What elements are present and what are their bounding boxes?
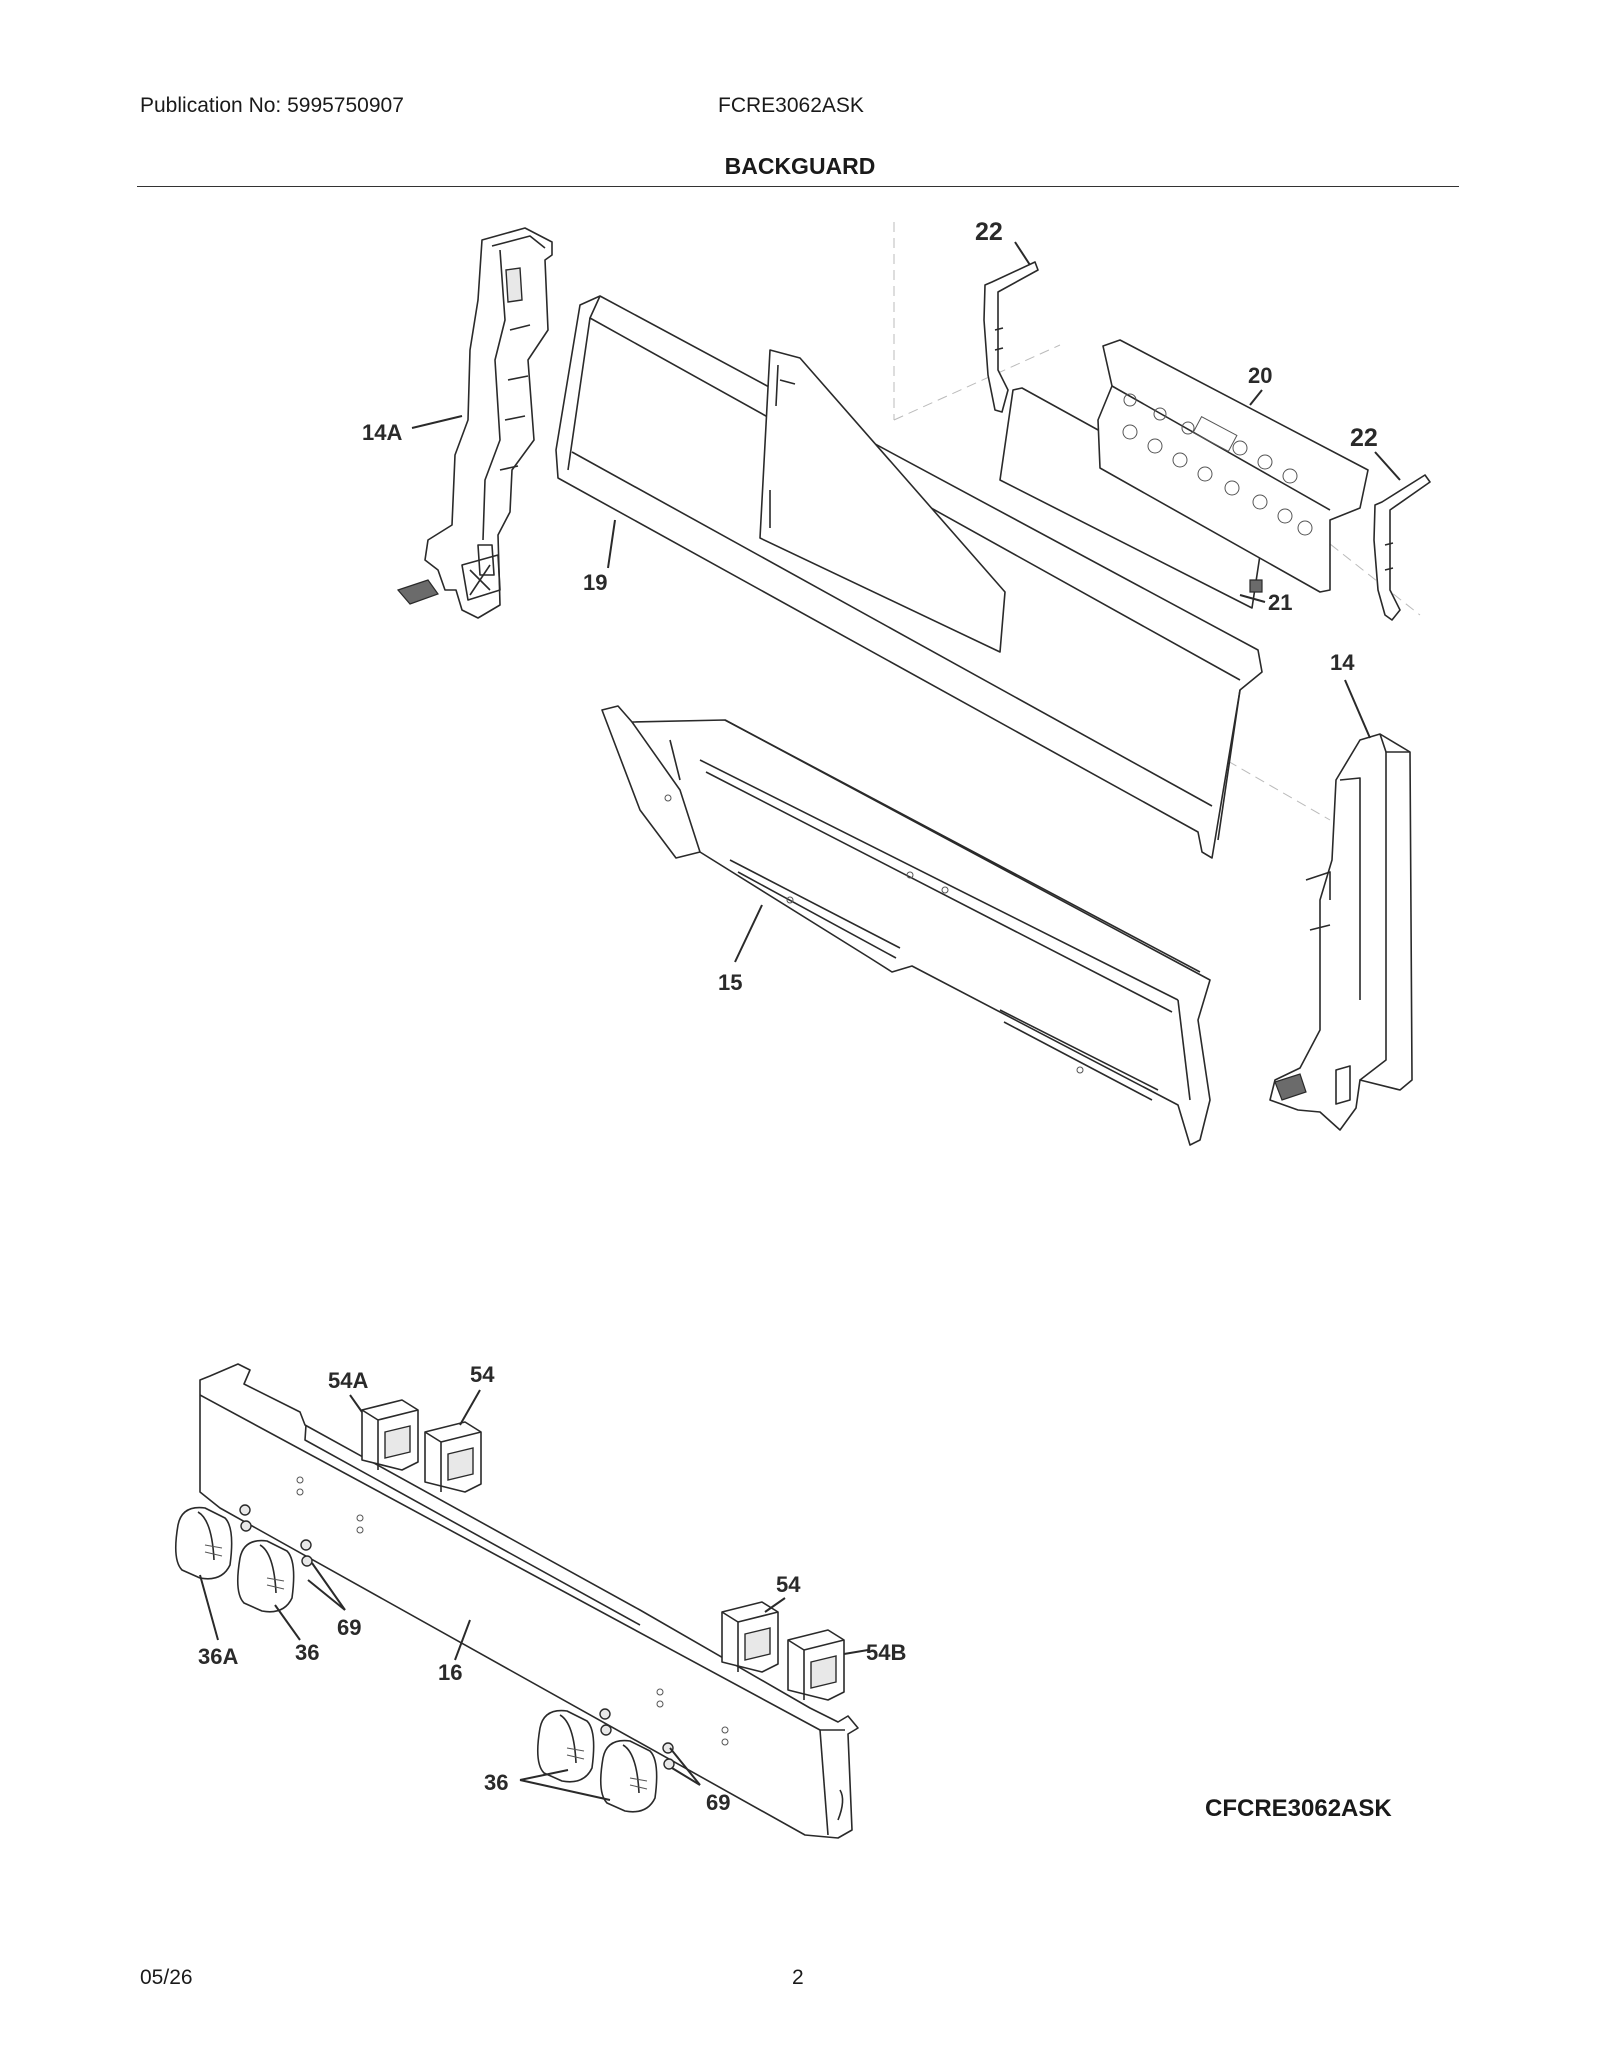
bracket-22-left	[983, 261, 1039, 413]
end-cap-14a	[396, 227, 553, 619]
callout-36-bottom: 36	[484, 1770, 508, 1795]
switch-54b	[787, 1629, 845, 1701]
callout-22-right: 22	[1350, 424, 1378, 452]
control-panel-16	[199, 1363, 859, 1839]
callout-14a: 14A	[362, 420, 402, 445]
switch-54-mid	[721, 1601, 779, 1673]
callout-21: 21	[1268, 590, 1292, 615]
support-bracket-15	[601, 705, 1211, 1146]
section-title: BACKGUARD	[724, 153, 876, 179]
page-number: 2	[792, 1966, 804, 1989]
footer-date: 05/26	[140, 1966, 193, 1989]
callout-36-left: 36	[295, 1640, 319, 1665]
diagram-code: CFCRE3062ASK	[1205, 1795, 1392, 1822]
bracket-22-right	[1373, 474, 1431, 621]
callout-19: 19	[583, 570, 607, 595]
header-rule	[137, 186, 1459, 187]
callout-69-bottom: 69	[706, 1790, 730, 1815]
backguard-panel-19	[555, 295, 1263, 859]
callout-36a: 36A	[198, 1644, 238, 1669]
publication-number: Publication No: 5995750907	[140, 94, 404, 117]
callout-22-top: 22	[975, 218, 1003, 246]
callout-54-mid: 54	[776, 1572, 801, 1597]
knob-36a	[174, 1506, 233, 1580]
knob-36-bottom-right	[599, 1739, 658, 1813]
model-number: FCRE3062ASK	[718, 94, 864, 117]
switch-54-top	[424, 1421, 482, 1493]
screws-69	[239, 1504, 675, 1770]
callout-54a: 54A	[328, 1368, 368, 1393]
knob-36-left	[236, 1539, 295, 1613]
callout-69-left: 69	[337, 1615, 361, 1640]
end-cap-14	[1269, 733, 1413, 1131]
leader-lines	[199, 241, 1401, 1801]
callout-16: 16	[438, 1660, 462, 1685]
callout-54b: 54B	[866, 1640, 906, 1665]
callout-20: 20	[1248, 363, 1272, 388]
callout-labels: 22 20 22 14A 19 21 14 15 54A 54 54 54B 6…	[198, 218, 1378, 1815]
callout-14: 14	[1330, 650, 1355, 675]
callout-15: 15	[718, 970, 742, 995]
callout-54-top: 54	[470, 1362, 495, 1387]
control-board-20	[1097, 339, 1369, 593]
knob-36-bottom-left	[536, 1709, 595, 1783]
switch-54a	[361, 1399, 419, 1471]
display-glass-21	[999, 387, 1266, 609]
